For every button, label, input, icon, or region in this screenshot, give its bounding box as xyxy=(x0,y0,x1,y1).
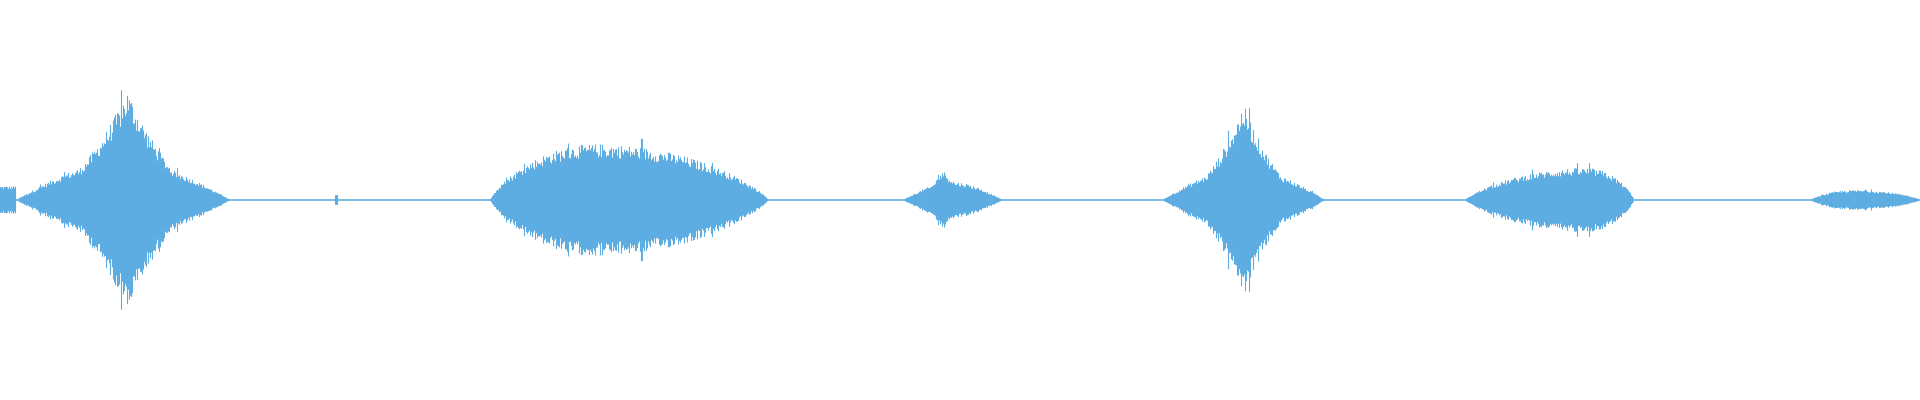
waveform-bars xyxy=(0,90,1920,310)
waveform-trace xyxy=(0,90,1920,310)
